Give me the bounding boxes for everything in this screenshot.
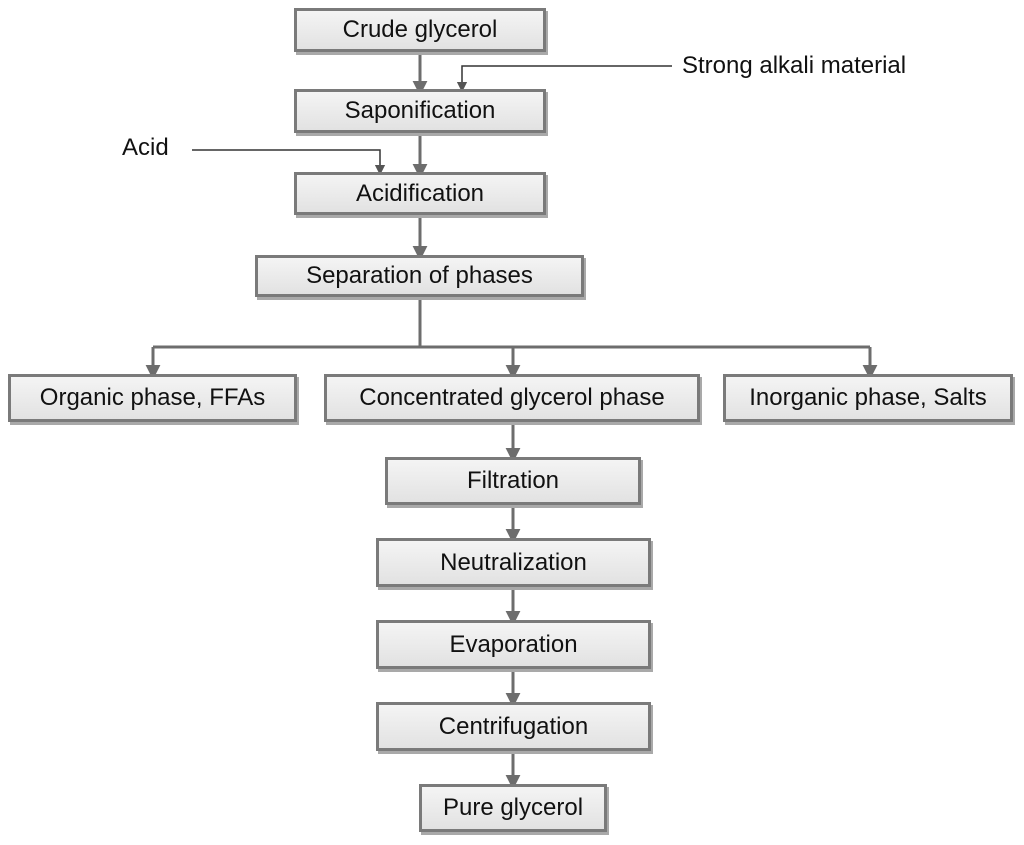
node-concentrated-glycerol-phase: Concentrated glycerol phase [324,374,700,422]
node-centrifugation: Centrifugation [376,702,651,751]
edge-acid-to-acidification [192,149,386,176]
edge-alkali-to-saponification [456,65,672,93]
input-acid-label: Acid [122,134,169,161]
node-filtration: Filtration [385,457,641,505]
node-saponification: Saponification [294,89,546,133]
node-separation-of-phases: Separation of phases [255,255,584,297]
node-neutralization: Neutralization [376,538,651,587]
node-organic-phase: Organic phase, FFAs [8,374,297,422]
node-pure-glycerol: Pure glycerol [419,784,607,832]
node-evaporation: Evaporation [376,620,651,669]
node-acidification: Acidification [294,172,546,215]
node-crude-glycerol: Crude glycerol [294,8,546,52]
node-inorganic-phase: Inorganic phase, Salts [723,374,1013,422]
input-strong-alkali-label: Strong alkali material [682,52,907,79]
